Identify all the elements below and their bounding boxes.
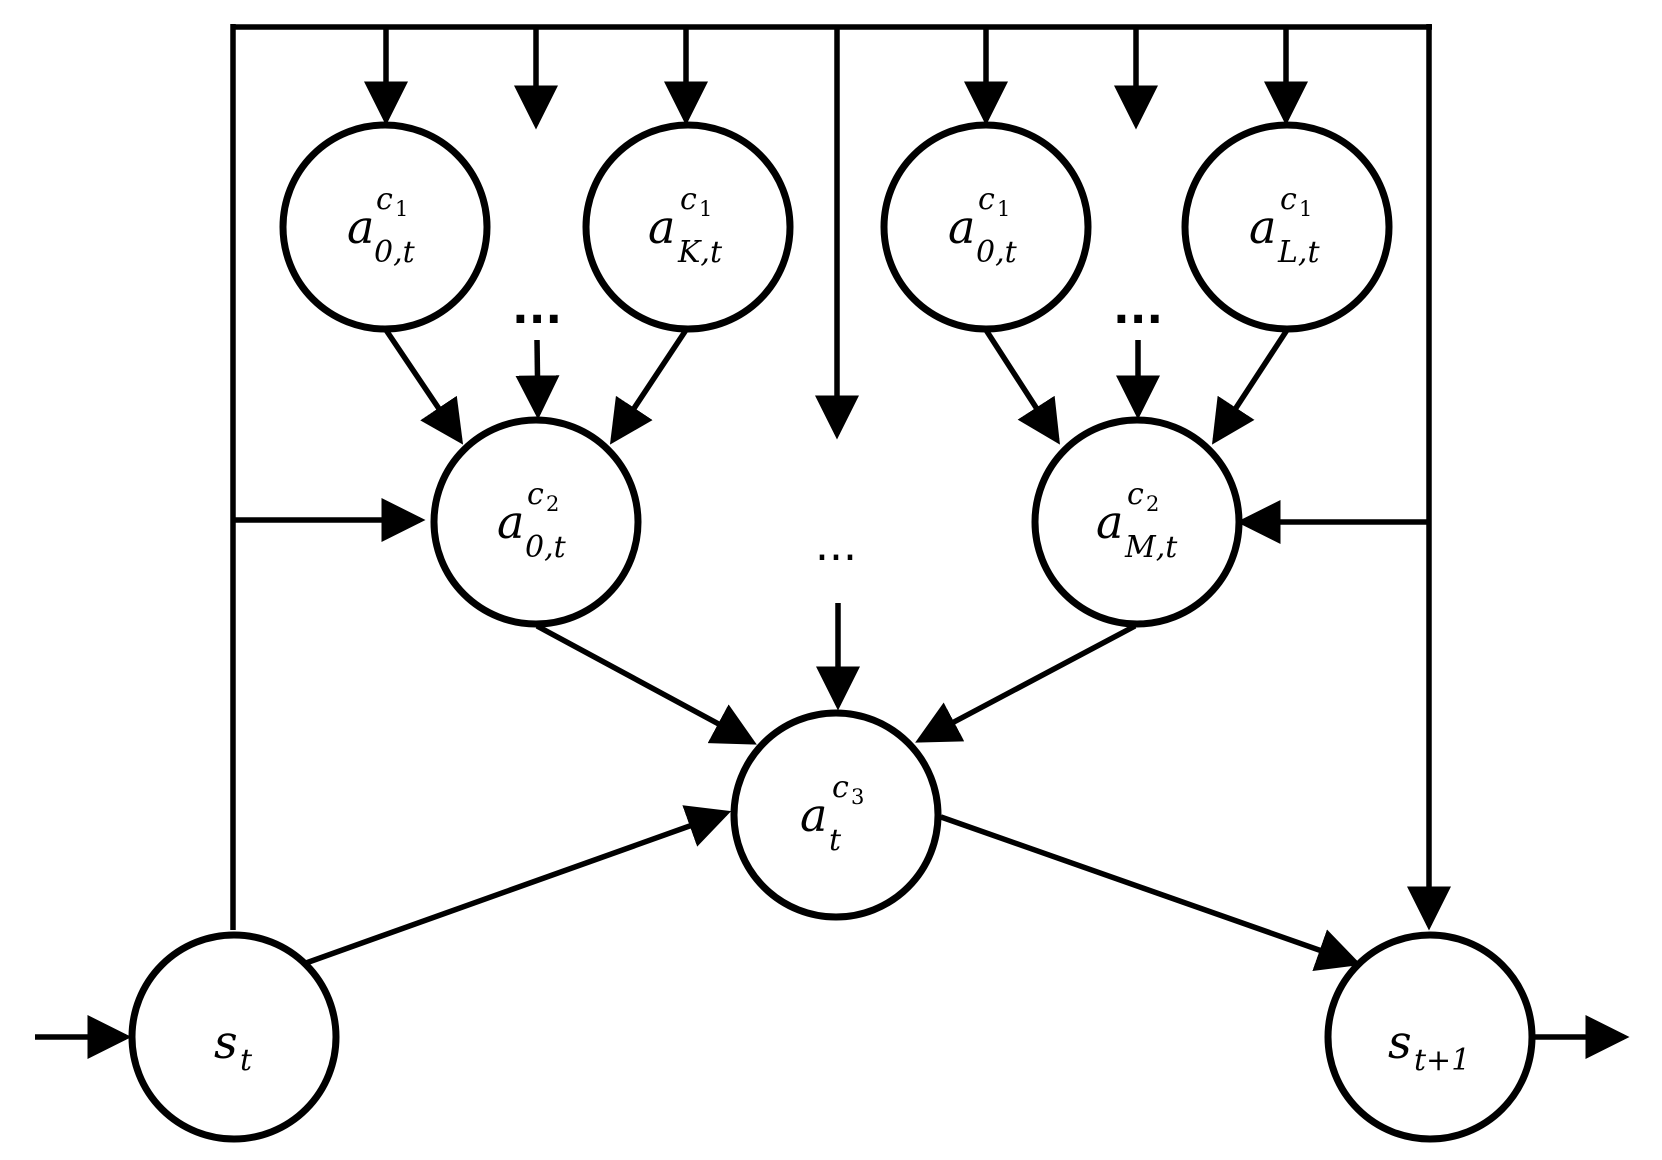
node-sup: c [1127, 477, 1144, 512]
node-sup: c [376, 182, 393, 217]
node-sub: t [240, 1043, 253, 1078]
node-base: a [800, 788, 827, 842]
ellipsis-left-level1: ... [512, 283, 562, 334]
node-aKt-c1: a c 1 K,t [582, 121, 794, 333]
arrow-aKt-c1-to-a0t-c2 [609, 328, 689, 445]
node-base: a [347, 200, 374, 254]
node-base: a [1249, 200, 1276, 254]
node-sup: c [1280, 182, 1297, 217]
node-circle [1181, 121, 1393, 333]
node-sub: 0,t [374, 235, 416, 270]
arrow-aLt-c1-to-aMt-c2 [1211, 328, 1290, 445]
node-base: a [1096, 495, 1123, 549]
node-sup: c [832, 770, 849, 805]
node-aMt-c2: a c 2 M,t [1031, 416, 1243, 628]
ellipsis-right-level1: ... [1113, 283, 1163, 334]
arrow-ellipsis-to-a0t-c2 [515, 339, 560, 420]
node-st1: s t+1 [1324, 931, 1536, 1143]
node-sub: 0,t [525, 530, 567, 565]
node-base: s [214, 1015, 238, 1069]
node-sup: c [680, 182, 697, 217]
node-a0t-c1-left: a c 1 0,t [279, 121, 491, 333]
node-circle [1031, 416, 1243, 628]
node-sub: K,t [677, 235, 723, 270]
node-circle [128, 931, 340, 1143]
node-sup-sub: 1 [699, 197, 712, 221]
node-a0t-c2: a c 2 0,t [430, 416, 642, 628]
node-st: s t [128, 931, 340, 1143]
node-sup: c [527, 477, 544, 512]
node-circle [430, 416, 642, 628]
node-at-c3: a c 3 t [730, 709, 942, 921]
node-a0t-c1-right: a c 1 0,t [880, 121, 1092, 333]
edges [35, 24, 1630, 1059]
node-circle [1324, 931, 1536, 1143]
node-sub: L,t [1277, 235, 1320, 270]
node-sub: 0,t [976, 235, 1018, 270]
node-aLt-c1: a c 1 L,t [1181, 121, 1393, 333]
node-base: a [948, 200, 975, 254]
node-sup-sub: 3 [851, 785, 864, 809]
node-base: a [648, 200, 675, 254]
arrow-aMt-c2-to-at-c3 [915, 623, 1137, 743]
node-sup-sub: 1 [1299, 197, 1312, 221]
node-circle [730, 709, 942, 921]
node-sub: M,t [1124, 530, 1178, 565]
node-sup: c [978, 182, 995, 217]
node-sup-sub: 2 [546, 492, 559, 516]
node-circle [880, 121, 1092, 333]
arrow-a0t-c1-right-to-aMt-c2 [983, 328, 1060, 445]
arrow-a0t-c2-to-at-c3 [535, 623, 757, 745]
node-base: s [1388, 1015, 1412, 1069]
arrow-st-to-at-c3 [305, 805, 732, 966]
ellipsis-center-level2: ... [815, 520, 857, 571]
node-sup-sub: 2 [1146, 492, 1159, 516]
node-circle [279, 121, 491, 333]
node-base: a [497, 495, 524, 549]
node-sub: t+1 [1414, 1043, 1470, 1078]
arrow-a0t-c1-to-a0t-c2 [383, 328, 464, 445]
node-circle [582, 121, 794, 333]
node-sup-sub: 1 [395, 197, 408, 221]
arrow-at-c3-to-st1 [940, 814, 1362, 971]
node-sub: t [829, 823, 842, 858]
node-sup-sub: 1 [997, 197, 1010, 221]
